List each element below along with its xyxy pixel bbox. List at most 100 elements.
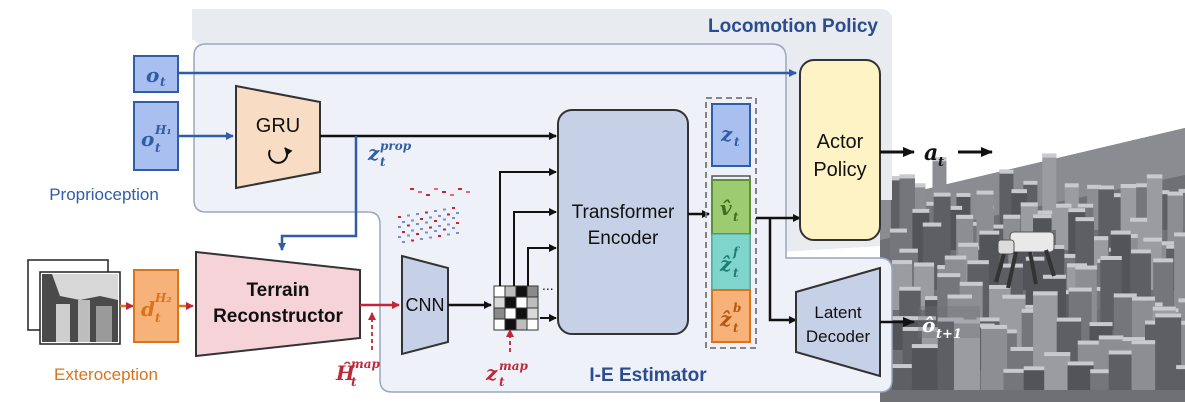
point-dot bbox=[443, 218, 446, 221]
terrain-pillar-top bbox=[911, 183, 926, 188]
terrain-pillar-top bbox=[1055, 203, 1072, 208]
svg-text:ẑ: ẑ bbox=[719, 252, 732, 276]
point-dot bbox=[407, 234, 410, 237]
grid-cell bbox=[526, 285, 539, 298]
point-dot bbox=[447, 233, 450, 236]
ellipsis: ... bbox=[542, 277, 554, 293]
point-dot bbox=[411, 239, 414, 242]
terrain-pillar bbox=[1044, 352, 1071, 390]
terrain-pillar-top bbox=[976, 190, 994, 195]
proprioception-label: Proprioception bbox=[49, 185, 159, 204]
svg-text:a: a bbox=[924, 140, 938, 166]
cnn-block: CNN bbox=[401, 254, 449, 356]
cnn-label: CNN bbox=[406, 295, 445, 315]
point-dot bbox=[402, 221, 405, 223]
terrain-pillar-top bbox=[1178, 188, 1185, 193]
svg-text:t: t bbox=[380, 155, 386, 169]
terrain-pillar-top bbox=[1132, 296, 1156, 301]
grid-cell bbox=[504, 307, 517, 320]
terrain-pillar bbox=[1003, 368, 1030, 390]
terrain-pillar-top bbox=[1010, 346, 1035, 351]
svg-text:t+1: t+1 bbox=[936, 327, 962, 342]
terrain-pillar-top bbox=[1174, 232, 1185, 237]
terrain-pillar-top bbox=[1153, 258, 1174, 263]
point-dot bbox=[411, 219, 414, 222]
svg-text:d: d bbox=[141, 297, 155, 321]
grid-cell bbox=[526, 318, 539, 331]
terrain-pillar-top bbox=[1130, 249, 1151, 254]
terrain-pillar-top bbox=[891, 364, 918, 369]
terrain-pillar-top bbox=[1033, 214, 1052, 219]
terrain-pillar-top bbox=[1143, 237, 1162, 242]
svg-text:H₂: H₂ bbox=[154, 291, 172, 305]
svg-text:b: b bbox=[733, 301, 741, 315]
transformer-label-1: Transformer bbox=[572, 202, 675, 223]
terrain-pillar-top bbox=[1025, 256, 1046, 261]
svg-text:z: z bbox=[485, 361, 498, 385]
point-dot bbox=[434, 230, 437, 232]
terrain-pillar-top bbox=[902, 326, 928, 331]
point-dot bbox=[418, 191, 422, 193]
svg-text:z: z bbox=[720, 122, 733, 146]
terrain-pillar-top bbox=[1056, 290, 1078, 295]
svg-text:map: map bbox=[351, 357, 380, 371]
point-dot bbox=[452, 207, 455, 209]
point-dot bbox=[425, 221, 428, 224]
terrain-pillar-top bbox=[1122, 337, 1147, 342]
terrain-pillar-top bbox=[1155, 313, 1182, 318]
terrain-pillar-top bbox=[1056, 317, 1082, 322]
terrain-pillar-top bbox=[944, 255, 967, 260]
terrain-pillar-top bbox=[890, 316, 914, 321]
terrain-pillar bbox=[911, 344, 938, 390]
terrain-pillar-top bbox=[999, 169, 1014, 174]
terrain-pillar-top bbox=[1067, 361, 1094, 366]
point-dot bbox=[442, 191, 446, 193]
terrain-pillar-top bbox=[1178, 298, 1185, 303]
svg-text:prop: prop bbox=[380, 139, 412, 153]
point-dot bbox=[458, 188, 462, 190]
terrain-pillar-top bbox=[947, 294, 973, 299]
terrain-pillar-top bbox=[1075, 217, 1094, 222]
o-t-input-box: o t bbox=[133, 55, 179, 93]
svg-text:t: t bbox=[733, 266, 739, 280]
terrain-pillar-top bbox=[1130, 217, 1148, 222]
latent-decoder-label-2: Decoder bbox=[806, 327, 871, 346]
point-dot bbox=[438, 215, 441, 217]
point-dot bbox=[466, 191, 470, 193]
terrain-pillar bbox=[1067, 361, 1094, 390]
terrain-pillar-top bbox=[899, 248, 918, 253]
terrain-reconstructor-label-2: Reconstructor bbox=[213, 306, 343, 327]
svg-text:t: t bbox=[938, 155, 944, 170]
grid-cell bbox=[493, 285, 506, 298]
svg-text:t: t bbox=[734, 135, 740, 149]
terrain-pillar-top bbox=[1003, 368, 1030, 373]
point-dot bbox=[410, 188, 414, 190]
point-dot bbox=[434, 220, 437, 222]
point-dot bbox=[452, 217, 455, 219]
terrain-pillar-top bbox=[899, 286, 921, 291]
terrain-pillar-top bbox=[937, 273, 961, 278]
terrain-pillar-top bbox=[1091, 236, 1109, 241]
point-dot bbox=[447, 213, 450, 216]
terrain-pillar-top bbox=[914, 262, 935, 267]
estimator-title: I-E Estimator bbox=[589, 365, 707, 386]
point-dot bbox=[452, 227, 455, 229]
transformer-label-2: Encoder bbox=[588, 228, 659, 249]
point-dot bbox=[411, 229, 414, 232]
point-dot bbox=[438, 225, 441, 227]
terrain-scene-image bbox=[880, 128, 1185, 402]
robot-icon bbox=[994, 231, 1056, 289]
point-dot bbox=[407, 214, 410, 217]
terrain-pillar bbox=[1098, 185, 1114, 250]
terrain-pillar-top bbox=[1157, 241, 1175, 246]
terrain-pillar-top bbox=[1087, 184, 1102, 189]
point-dot bbox=[407, 224, 410, 227]
point-dot bbox=[429, 216, 432, 219]
svg-text:t: t bbox=[155, 311, 161, 325]
terrain-pillar-top bbox=[1067, 263, 1088, 268]
terrain-pillar-top bbox=[1131, 340, 1158, 345]
terrain-pillar-top bbox=[1033, 291, 1058, 296]
grid-cell bbox=[515, 296, 528, 309]
terrain-pillar-top bbox=[954, 319, 981, 324]
